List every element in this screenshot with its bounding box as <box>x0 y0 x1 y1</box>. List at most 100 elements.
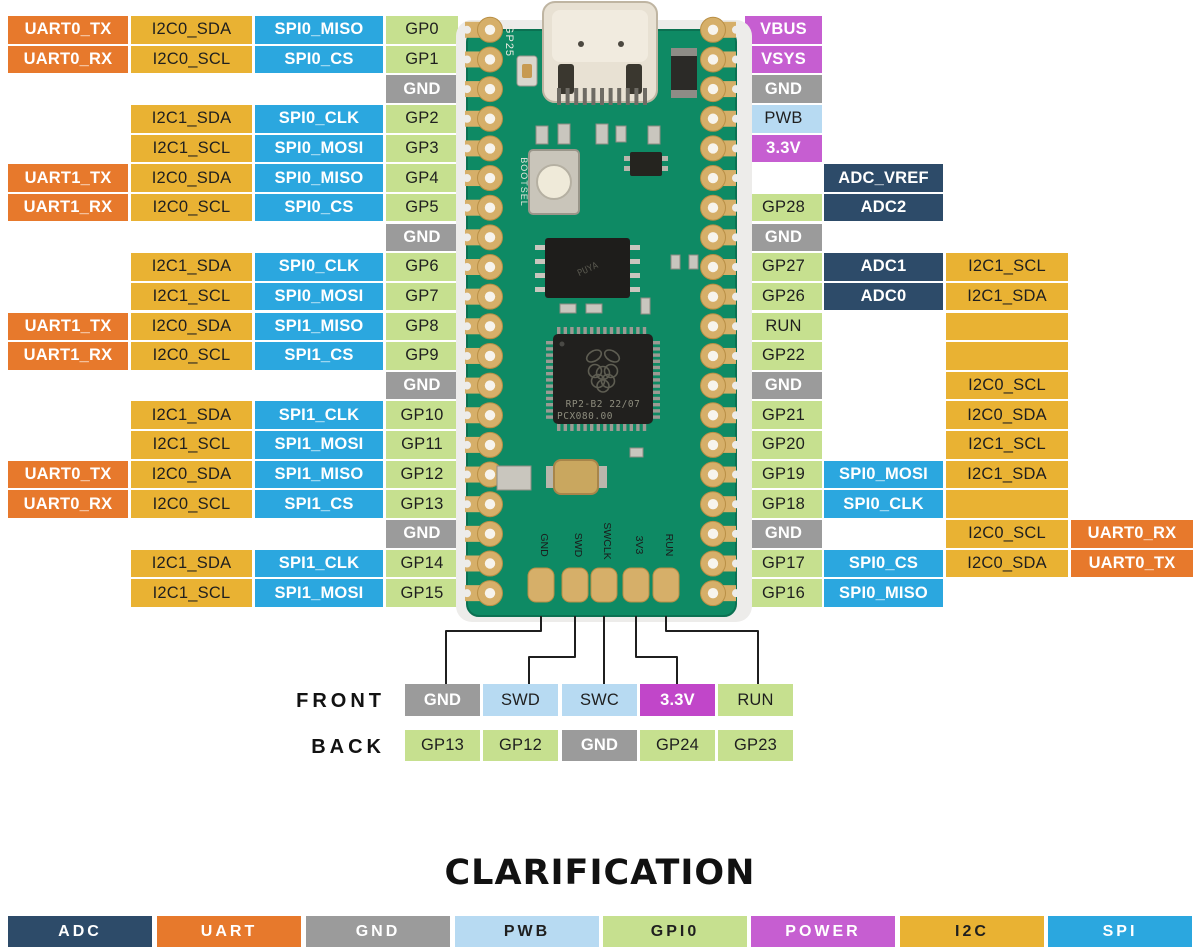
legend-gpi0: GPI0 <box>603 916 747 947</box>
right-cell-uart0_tx: UART0_TX <box>1071 549 1193 578</box>
right-cell-spi0_cs: SPI0_CS <box>824 549 943 578</box>
right-pin-run-10: RUN <box>745 312 822 341</box>
left-cell-spi0_miso: SPI0_MISO <box>255 16 383 44</box>
chip-marking-line2: PCX080.00 <box>557 411 613 422</box>
left-cell-spi1_clk: SPI1_CLK <box>255 549 383 578</box>
left-cell-spi0_cs: SPI0_CS <box>255 193 383 222</box>
left-pin-gp5-6: GP5 <box>386 193 458 222</box>
left-pin-gp13-16: GP13 <box>386 490 458 518</box>
flash-chip: PUYA <box>535 238 640 298</box>
legend-spi: SPI <box>1048 916 1192 947</box>
right-pin-gnd-7: GND <box>745 223 822 252</box>
right-cell-i2c1_scl: I2C1_SCL <box>946 431 1068 459</box>
left-cell-i2c1_sda: I2C1_SDA <box>131 401 252 430</box>
left-pin-gnd-2: GND <box>386 75 458 103</box>
back-pin-gp23: GP23 <box>718 730 793 761</box>
pad-label-swclk: SWCLK <box>601 522 613 559</box>
back-pin-gnd: GND <box>562 730 637 761</box>
right-pin-gp21-13: GP21 <box>745 401 822 430</box>
left-pin-gnd-12: GND <box>386 371 458 400</box>
front-pin-run: RUN <box>718 684 793 716</box>
left-cell-i2c0_scl: I2C0_SCL <box>131 45 252 74</box>
regulator <box>624 152 668 176</box>
left-pin-gp2-3: GP2 <box>386 104 458 133</box>
legend-power: POWER <box>751 916 895 947</box>
left-cell-spi1_mosi: SPI1_MOSI <box>255 579 383 607</box>
left-pin-gp3-4: GP3 <box>386 134 458 163</box>
right-pin-gp28-6: GP28 <box>745 193 822 222</box>
right-cell-blank <box>946 490 1068 518</box>
right-pin-gnd-2: GND <box>745 75 822 103</box>
left-pin-gp0-0: GP0 <box>386 16 458 44</box>
back-pin-gp12: GP12 <box>483 730 558 761</box>
right-cell-i2c0_sda: I2C0_SDA <box>946 401 1068 430</box>
left-cell-i2c1_sda: I2C1_SDA <box>131 253 252 281</box>
left-cell-uart0_tx: UART0_TX <box>8 460 128 489</box>
right-pin-gnd-17: GND <box>745 520 822 548</box>
left-pin-gp9-11: GP9 <box>386 342 458 370</box>
left-pin-gp8-10: GP8 <box>386 312 458 341</box>
right-pin-vsys-1: VSYS <box>745 45 822 74</box>
left-cell-i2c1_scl: I2C1_SCL <box>131 134 252 163</box>
rp2040-chip: RP2-B2 22/07 PCX080.00 <box>546 327 660 431</box>
right-cell-uart0_rx: UART0_RX <box>1071 520 1193 548</box>
right-cell-i2c0_sda: I2C0_SDA <box>946 549 1068 578</box>
left-cell-i2c0_scl: I2C0_SCL <box>131 490 252 518</box>
left-pin-gp1-1: GP1 <box>386 45 458 74</box>
left-pin-gnd-7: GND <box>386 223 458 252</box>
left-cell-uart1_tx: UART1_TX <box>8 312 128 341</box>
left-cell-spi1_cs: SPI1_CS <box>255 342 383 370</box>
left-cell-i2c0_sda: I2C0_SDA <box>131 16 252 44</box>
left-cell-uart1_rx: UART1_RX <box>8 342 128 370</box>
left-pin-gp10-13: GP10 <box>386 401 458 430</box>
right-pin-pwb-3: PWB <box>745 104 822 133</box>
passive-components <box>496 123 699 491</box>
left-pin-gp4-5: GP4 <box>386 164 458 192</box>
right-cell-spi0_clk: SPI0_CLK <box>824 490 943 518</box>
crystal <box>546 459 607 495</box>
left-cell-uart0_rx: UART0_RX <box>8 45 128 74</box>
debug-pads <box>527 567 680 603</box>
right-cell-i2c0_scl: I2C0_SCL <box>946 371 1068 400</box>
left-pin-gp7-9: GP7 <box>386 282 458 311</box>
right-cell-spi0_miso: SPI0_MISO <box>824 579 943 607</box>
right-pin-vbus-0: VBUS <box>745 16 822 44</box>
back-label: BACK <box>311 736 385 758</box>
front-pin-swc: SWC <box>562 684 637 716</box>
left-pin-gp15-19: GP15 <box>386 579 458 607</box>
castellated-edge-pads <box>463 16 740 607</box>
right-pin-gp18-16: GP18 <box>745 490 822 518</box>
back-pin-gp13: GP13 <box>405 730 480 761</box>
left-cell-uart1_rx: UART1_RX <box>8 193 128 222</box>
left-cell-uart0_tx: UART0_TX <box>8 16 128 44</box>
left-cell-i2c1_scl: I2C1_SCL <box>131 431 252 459</box>
left-cell-spi0_miso: SPI0_MISO <box>255 164 383 192</box>
left-cell-spi1_clk: SPI1_CLK <box>255 401 383 430</box>
bootsel-button[interactable] <box>528 149 580 215</box>
left-cell-spi0_mosi: SPI0_MOSI <box>255 282 383 311</box>
pad-label-3v3: 3V3 <box>633 536 645 555</box>
right-pin-gp27-8: GP27 <box>745 253 822 281</box>
left-pin-gp11-14: GP11 <box>386 431 458 459</box>
left-pin-gp6-8: GP6 <box>386 253 458 281</box>
debug-pad-labels: GND SWD SWCLK 3V3 RUN <box>538 522 675 559</box>
diode <box>671 48 697 98</box>
left-cell-spi0_cs: SPI0_CS <box>255 45 383 74</box>
legend-i2c: I2C <box>900 916 1044 947</box>
right-cell-adc_vref: ADC_VREF <box>824 164 943 192</box>
left-pin-gp14-18: GP14 <box>386 549 458 578</box>
right-cell-spi0_mosi: SPI0_MOSI <box>824 460 943 489</box>
raspberry-logo-etch <box>585 349 621 393</box>
connector-lines <box>445 616 759 684</box>
left-cell-spi1_miso: SPI1_MISO <box>255 312 383 341</box>
back-pin-gp24: GP24 <box>640 730 715 761</box>
left-cell-i2c0_scl: I2C0_SCL <box>131 193 252 222</box>
left-cell-i2c1_scl: I2C1_SCL <box>131 282 252 311</box>
right-cell-blank <box>946 312 1068 341</box>
bootsel-silkscreen: BOOTSEL <box>519 157 529 207</box>
right-cell-adc0: ADC0 <box>824 282 943 311</box>
left-cell-i2c1_sda: I2C1_SDA <box>131 549 252 578</box>
left-cell-spi1_cs: SPI1_CS <box>255 490 383 518</box>
right-cell-i2c1_sda: I2C1_SDA <box>946 282 1068 311</box>
